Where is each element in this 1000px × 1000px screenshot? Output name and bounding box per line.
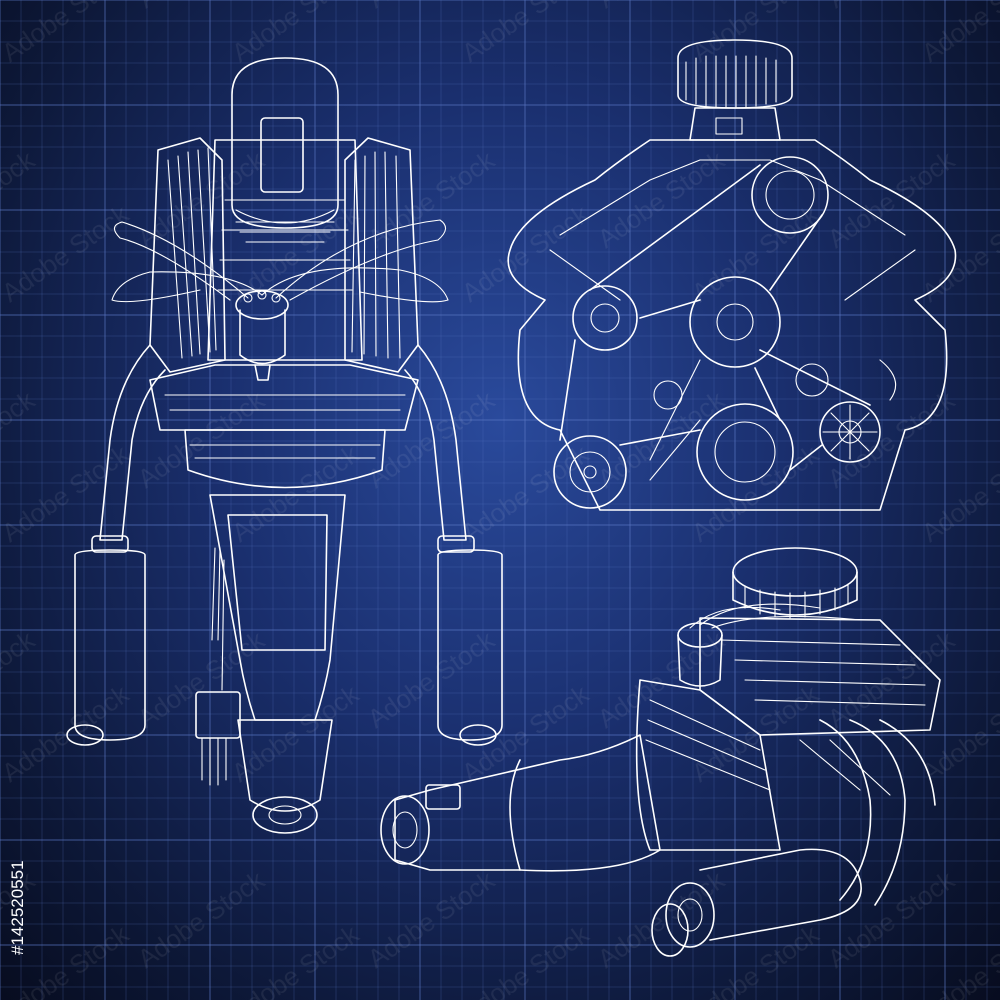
transmission-iso [380,734,661,872]
watermark-text: Adobe Stock [822,864,961,974]
stock-id-text: #142520551 [8,860,27,955]
watermark-text: Adobe Stock [686,0,825,68]
watermark-text: Adobe Stock [456,918,595,1000]
watermark-text: Adobe Stock [0,144,41,254]
watermark-text: Adobe Stock [362,0,501,14]
watermark-text: Adobe Stock [0,384,41,494]
watermark-text: Adobe Stock [916,678,1000,788]
watermark-text: Adobe Stock [592,0,731,14]
watermark-text: Adobe Stock [592,624,731,734]
watermark-text: Adobe Stock [456,198,595,308]
watermark-text: Adobe Stock [0,0,135,68]
watermark-text: Adobe Stock [592,864,731,974]
watermark-text: Adobe Stock [0,0,41,14]
pulley-center [689,276,781,368]
air-cleaner-iso [732,547,858,619]
pulley-left [572,285,638,351]
watermark-text: Adobe Stock [362,144,501,254]
watermark-text: Adobe Stock [456,438,595,548]
watermark-text: Adobe Stock [456,678,595,788]
watermark-text: Adobe Stock [916,198,1000,308]
watermark-text: Adobe Stock [822,384,961,494]
watermark-text: Adobe Stock [226,438,365,548]
watermark-text: Adobe Stock [916,0,1000,68]
watermark-text: Adobe Stock [686,678,825,788]
distributor [235,290,289,381]
watermark-text: Adobe Stock [226,198,365,308]
pulley-top [751,156,829,234]
distributor-iso [677,603,861,687]
watermark-text: Adobe Stock [822,0,961,14]
watermark-text: Adobe Stock [362,864,501,974]
transmission [209,494,346,834]
air-cleaner [231,57,339,243]
watermark-text: Adobe Stock [132,0,271,14]
watermark-text: Adobe Stock [132,624,271,734]
header-left [66,344,166,746]
pulley-crank [696,403,794,501]
watermark-text: Adobe Stock [456,0,595,68]
watermark-text: Adobe Stock [592,384,731,494]
watermark-text: Adobe Stock [132,144,271,254]
watermark-text: Adobe Stock [686,918,825,1000]
watermark-text: Adobe Stock [916,438,1000,548]
watermark-text: Adobe Stock [226,678,365,788]
watermark-text: Adobe Stock [686,438,825,548]
watermark-text: Adobe Stock [822,624,961,734]
watermark-text: Adobe Stock [362,624,501,734]
pulley-right [819,401,881,463]
header-right [404,344,503,746]
watermark-text: Adobe Stock [0,198,135,308]
watermark-text: Adobe Stock [0,438,135,548]
watermark-text: Adobe Stock [362,384,501,494]
alternator [553,435,627,509]
watermark-text: Adobe Stock [916,918,1000,1000]
watermark-text: Adobe Stock [822,144,961,254]
watermark-text: Adobe Stock [132,384,271,494]
watermark-text: Adobe Stock [592,144,731,254]
watermark-text: Adobe Stock [0,624,41,734]
muffler-iso [651,848,862,957]
watermark-text: Adobe Stock [226,0,365,68]
watermark-text: Adobe Stock [132,864,271,974]
watermark-text: Adobe Stock [686,198,825,308]
stock-id-label: #142520551 [8,860,27,955]
watermark-text: Adobe Stock [226,918,365,1000]
